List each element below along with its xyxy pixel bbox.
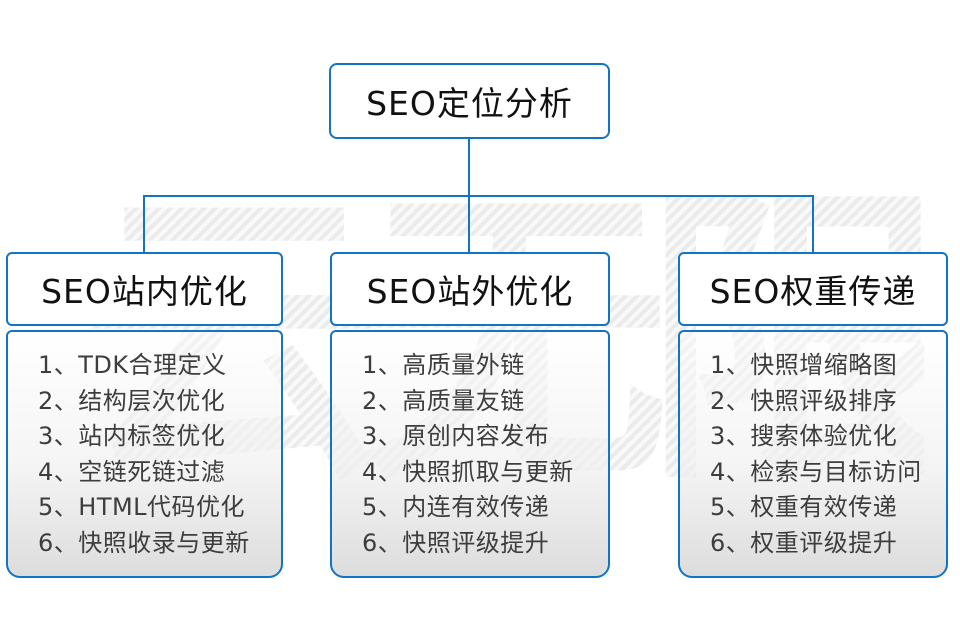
branch-node-offsite: SEO站外优化	[330, 252, 610, 326]
list-item: 5、内连有效传递	[362, 493, 550, 521]
connector-root-vertical	[468, 139, 470, 196]
list-item: 6、权重评级提升	[710, 528, 898, 557]
branch-node-title: SEO站内优化	[41, 272, 248, 311]
branch-node-weight: SEO权重传递	[678, 252, 948, 326]
items-panel-onsite: 1、TDK合理定义 2、结构层次优化 3、站内标签优化 4、空链死链过滤 5、H…	[6, 330, 283, 578]
list-item: 5、权重有效传递	[710, 493, 898, 521]
list-item: 1、快照增缩略图	[710, 351, 898, 379]
list-item: 2、快照评级排序	[710, 386, 898, 415]
root-node-title: SEO定位分析	[366, 84, 573, 123]
list-item: 1、高质量外链	[362, 351, 525, 379]
branch-node-title: SEO权重传递	[709, 272, 917, 311]
list-item: 2、高质量友链	[362, 386, 525, 415]
branch-node-title: SEO站外优化	[366, 272, 574, 311]
list-item: 1、TDK合理定义	[38, 351, 227, 379]
list-item: 4、检索与目标访问	[710, 457, 922, 486]
items-panel-offsite: 1、高质量外链 2、高质量友链 3、原创内容发布 4、快照抓取与更新 5、内连有…	[330, 330, 610, 578]
connector-horizontal	[143, 195, 814, 197]
list-item: 6、快照评级提升	[362, 528, 550, 557]
list-item: 3、原创内容发布	[362, 422, 550, 450]
list-item: 3、站内标签优化	[38, 422, 226, 450]
list-item: 6、快照收录与更新	[38, 528, 250, 557]
connector-drop-left	[143, 195, 145, 253]
list-item: 2、结构层次优化	[38, 386, 226, 415]
branch-node-onsite: SEO站内优化	[6, 252, 283, 326]
items-panel-weight: 1、快照增缩略图 2、快照评级排序 3、搜索体验优化 4、检索与目标访问 5、权…	[678, 330, 948, 578]
root-node: SEO定位分析	[329, 63, 610, 139]
list-item: 4、空链死链过滤	[38, 457, 226, 486]
connector-drop-center	[468, 195, 470, 253]
connector-drop-right	[812, 195, 814, 253]
list-item: 5、HTML代码优化	[38, 493, 246, 521]
list-item: 4、快照抓取与更新	[362, 457, 574, 486]
list-item: 3、搜索体验优化	[710, 422, 898, 450]
